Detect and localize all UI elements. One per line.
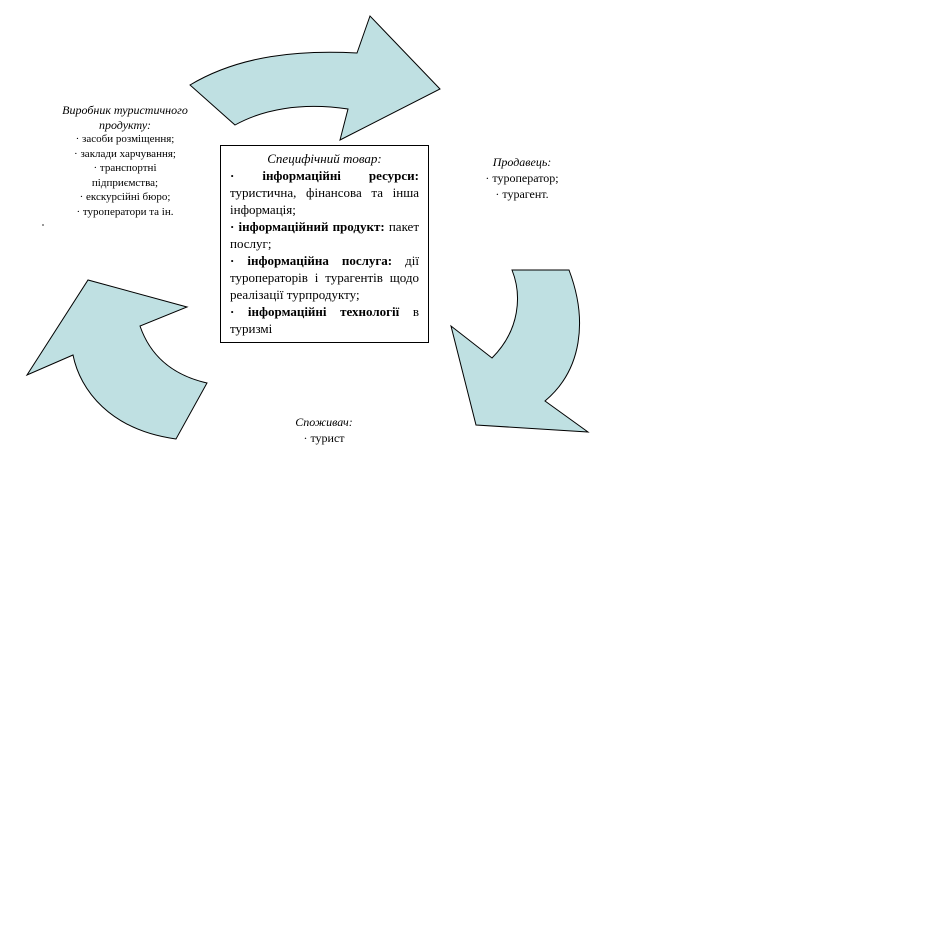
producer-line: · туроператори та ін. xyxy=(76,205,174,218)
arrow-consumer-to-producer-icon xyxy=(25,279,208,440)
seller-heading: Продавець: xyxy=(492,155,552,169)
center-item: · інформаційні технології в туризмі xyxy=(230,303,419,337)
producer-line: · транспортні xyxy=(93,162,157,174)
producer-heading: Виробник туристичного продукту: xyxy=(62,103,188,132)
specific-product-box: Специфічний товар: · інформаційні ресурс… xyxy=(220,145,429,343)
seller-line: · турагент. xyxy=(495,187,549,201)
arrow-seller-to-consumer-icon xyxy=(450,269,590,433)
center-item-text: дії туроператорів і турагентів щодо реал… xyxy=(230,253,419,302)
producer-line: · засоби розміщення; xyxy=(75,133,175,145)
producer-line: · заклади харчування; xyxy=(74,147,176,160)
seller-block: Продавець: · туроператор; · турагент. xyxy=(462,154,582,202)
center-item-term: · інформаційний продукт: xyxy=(230,219,385,234)
center-item-text: в туризмі xyxy=(230,304,420,336)
center-heading: Специфічний товар: xyxy=(267,151,382,166)
center-item: · інформаційний продукт: пакет послуг; xyxy=(230,218,419,252)
consumer-line: · турист xyxy=(303,431,345,445)
center-item-text: туристична, фінансова та інша інформація… xyxy=(230,185,419,217)
stray-dot xyxy=(42,224,44,226)
consumer-heading: Споживач: xyxy=(295,415,353,429)
consumer-block: Споживач: · турист xyxy=(264,414,384,446)
arrow-producer-to-seller-icon xyxy=(189,15,441,141)
center-item: · інформаційна послуга: дії туроператорі… xyxy=(230,252,419,303)
seller-line: · туроператор; xyxy=(485,171,559,185)
center-item-text: пакет послуг; xyxy=(230,219,420,251)
center-item-term: · інформаційні ресурси: xyxy=(230,168,419,183)
producer-line: підприємства; xyxy=(91,176,159,189)
producer-block: Виробник туристичного продукту: · засоби… xyxy=(50,103,200,219)
center-item: · інформаційні ресурси: туристична, фіна… xyxy=(230,167,419,218)
center-item-term: · інформаційна послуга: xyxy=(230,253,393,268)
center-item-term: · інформаційні технології xyxy=(230,304,400,319)
producer-line: · екскурсійні бюро; xyxy=(79,191,171,203)
